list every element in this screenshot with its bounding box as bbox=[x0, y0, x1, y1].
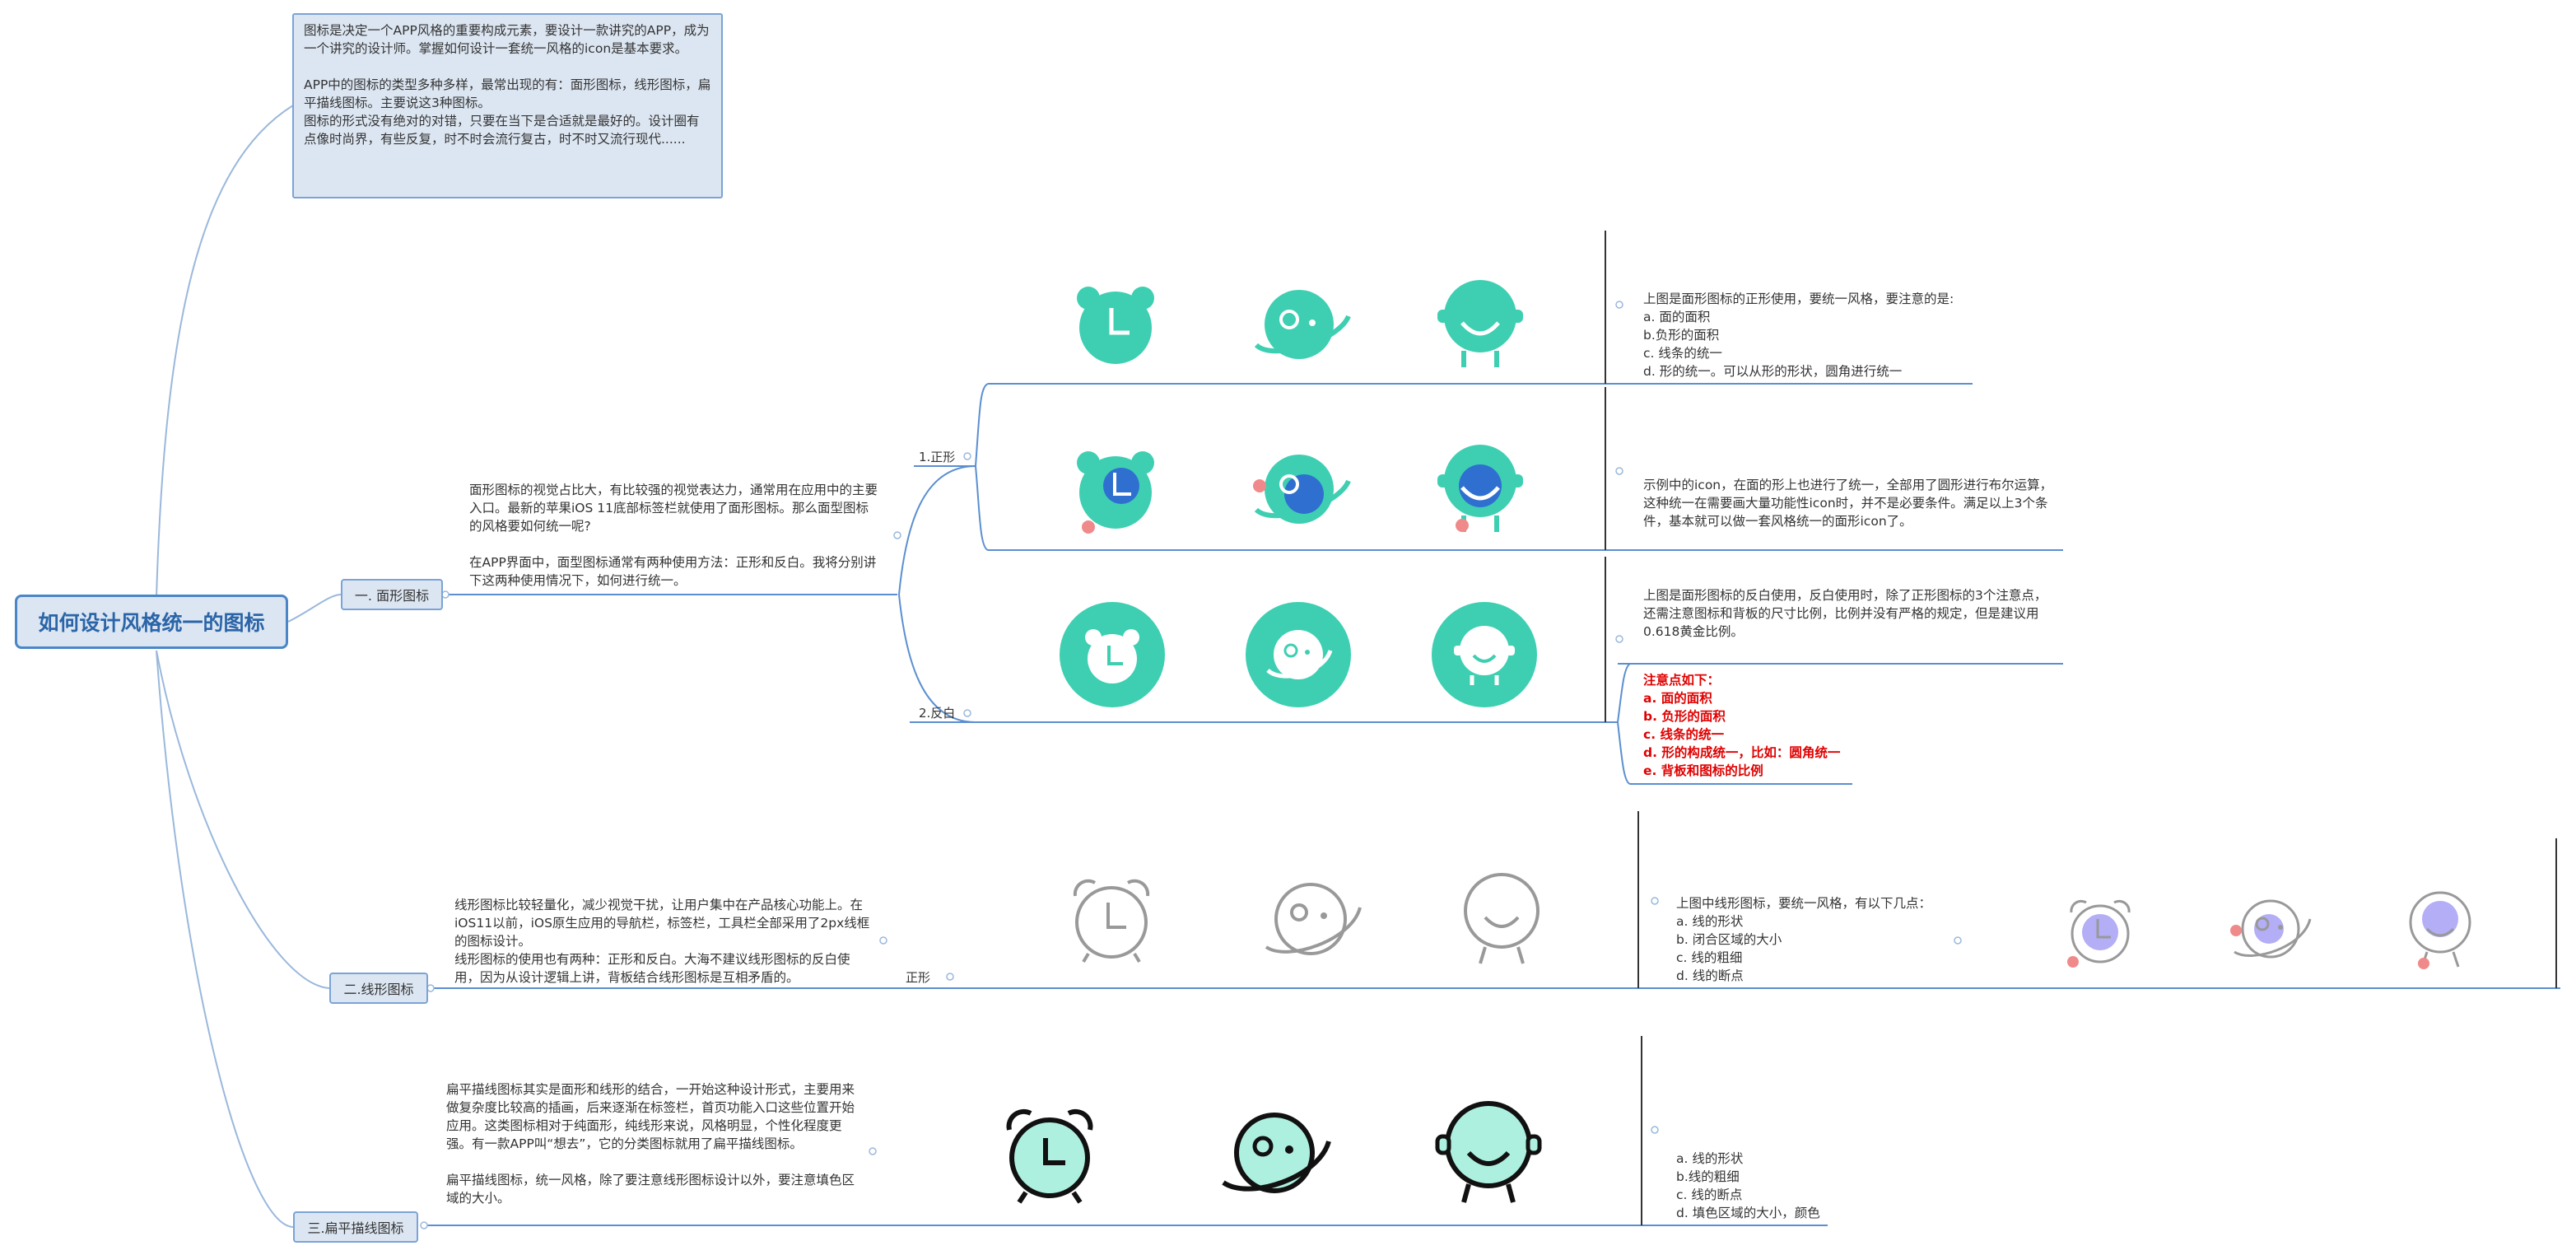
note-solid-attention: 注意点如下： a. 面的面积 b. 负形的面积 c. 线条的统一 d. 形的构成… bbox=[1643, 673, 1841, 778]
note-flat: a. 线的形状 b.线的粗细 c. 线的断点 d. 填色区域的大小，颜色 bbox=[1676, 1151, 1820, 1220]
planet-icon bbox=[1253, 455, 1351, 524]
note-solid-inverse: 上图是面形图标的反白使用，反白使用时，除了正形图标的3个注意点，还需注意图标和背… bbox=[1643, 588, 2047, 639]
planet-icon bbox=[1246, 602, 1351, 707]
root-topic[interactable]: 如何设计风格统一的图标 bbox=[15, 595, 288, 649]
alarm-clock-icon bbox=[1077, 451, 1154, 534]
subtopic-inverse[interactable]: 2.反白 bbox=[919, 706, 956, 721]
planet-icon bbox=[1265, 883, 1362, 955]
face-icon bbox=[1437, 445, 1523, 532]
planet-icon bbox=[1222, 1113, 1331, 1193]
topic-solid-icons[interactable]: 一. 面形图标 bbox=[341, 579, 443, 610]
planet-icon bbox=[2230, 899, 2312, 959]
alarm-clock-icon bbox=[1006, 1108, 1093, 1204]
face-icon bbox=[2409, 891, 2471, 969]
note-solid-positive-1: 上图是面形图标的正形使用，要统一风格，要注意的是: a. 面的面积 b.负形的面… bbox=[1643, 292, 1954, 379]
face-icon bbox=[1435, 1101, 1542, 1203]
face-icon bbox=[1432, 602, 1537, 707]
topic-flat-icons[interactable]: 三.扁平描线图标 bbox=[293, 1211, 418, 1243]
subtopic-line-positive[interactable]: 正形 bbox=[906, 970, 931, 985]
topic-line-icons[interactable]: 二.线形图标 bbox=[329, 973, 428, 1004]
note-solid-positive-2: 示例中的icon，在面的形上也进行了统一，全部用了圆形进行布尔运算，这种统一在需… bbox=[1643, 478, 2053, 529]
alarm-clock-icon bbox=[1073, 879, 1150, 963]
face-icon bbox=[1437, 280, 1523, 367]
line-description: 线形图标比较轻量化，减少视觉干扰，让用户集中在产品核心功能上。在iOS11以前，… bbox=[454, 898, 870, 985]
flat-description: 扁平描线图标其实是面形和线形的结合，一开始这种设计形式，主要用来做复杂度比较高的… bbox=[446, 1082, 855, 1206]
alarm-clock-icon bbox=[1077, 287, 1154, 364]
alarm-clock-icon bbox=[1060, 602, 1165, 707]
solid-description: 面形图标的视觉占比大，有比较强的视觉表达力，通常用在应用中的主要入口。最新的苹果… bbox=[469, 483, 878, 588]
face-icon bbox=[1464, 873, 1540, 964]
alarm-clock-icon bbox=[2067, 899, 2131, 968]
intro-note: 图标是决定一个APP风格的重要构成元素，要设计一款讲究的APP，成为一个讲究的设… bbox=[292, 13, 723, 198]
planet-icon bbox=[1254, 290, 1351, 359]
note-line: 上图中线形图标，要统一风格，有以下几点： a. 线的形状 b. 闭合区域的大小 … bbox=[1676, 896, 1932, 983]
subtopic-positive[interactable]: 1.正形 bbox=[919, 450, 956, 464]
